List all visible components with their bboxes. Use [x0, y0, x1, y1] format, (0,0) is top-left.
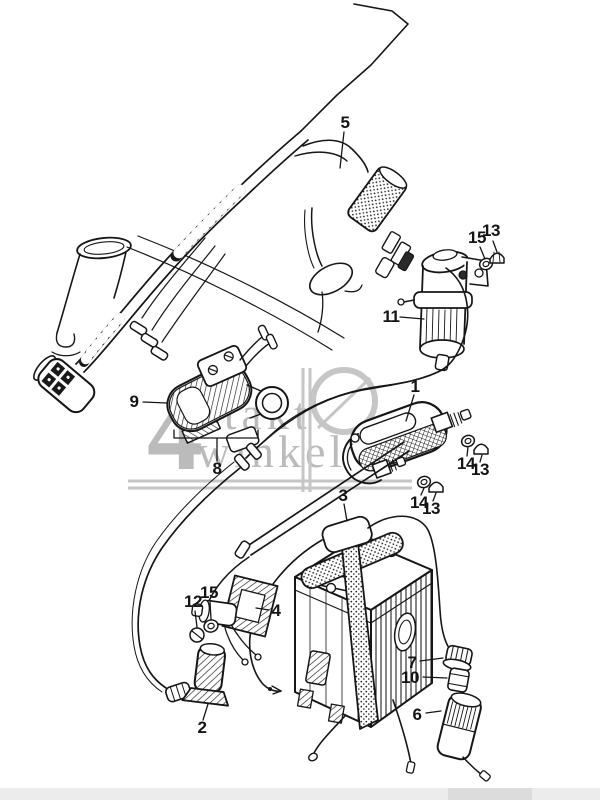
battery-drawing	[248, 515, 433, 774]
part-callout-6: 6	[412, 705, 422, 724]
long-cable-drawing	[131, 362, 451, 693]
part-callout-2: 2	[197, 718, 207, 737]
part-callout-4: 4	[271, 601, 281, 620]
part-callout-14a: 14	[457, 454, 475, 473]
part-callout-12: 12	[184, 592, 202, 611]
part-callout-13a: 13	[482, 221, 500, 240]
canister-drawing	[397, 249, 505, 372]
coil-unit-drawing	[206, 401, 489, 607]
ignition-coil-drawing	[166, 324, 289, 453]
part-callout-14b: 14	[410, 493, 428, 512]
watermark-graphics	[0, 367, 600, 800]
part-callout-11: 11	[382, 307, 400, 326]
fuse-holder-drawing	[367, 515, 491, 782]
part-callout-13b: 13	[471, 460, 489, 479]
part-callout-1: 1	[410, 377, 420, 396]
part-callout-7: 7	[407, 653, 417, 672]
frame-drawing	[51, 3, 409, 357]
part-callout-15b: 15	[200, 583, 218, 602]
part-callout-15a: 15	[468, 228, 486, 247]
part-callout-5: 5	[340, 113, 350, 132]
part-callout-3: 3	[338, 486, 348, 505]
part-callout-8: 8	[212, 459, 222, 478]
spark-plug-cap-drawing	[165, 642, 229, 707]
part-callout-9: 9	[129, 392, 139, 411]
callout-leader-lines	[142, 131, 498, 721]
part-callout-10: 10	[401, 668, 419, 687]
wire-harness-drawing	[33, 130, 415, 414]
part-callout-13c: 13	[422, 499, 440, 518]
